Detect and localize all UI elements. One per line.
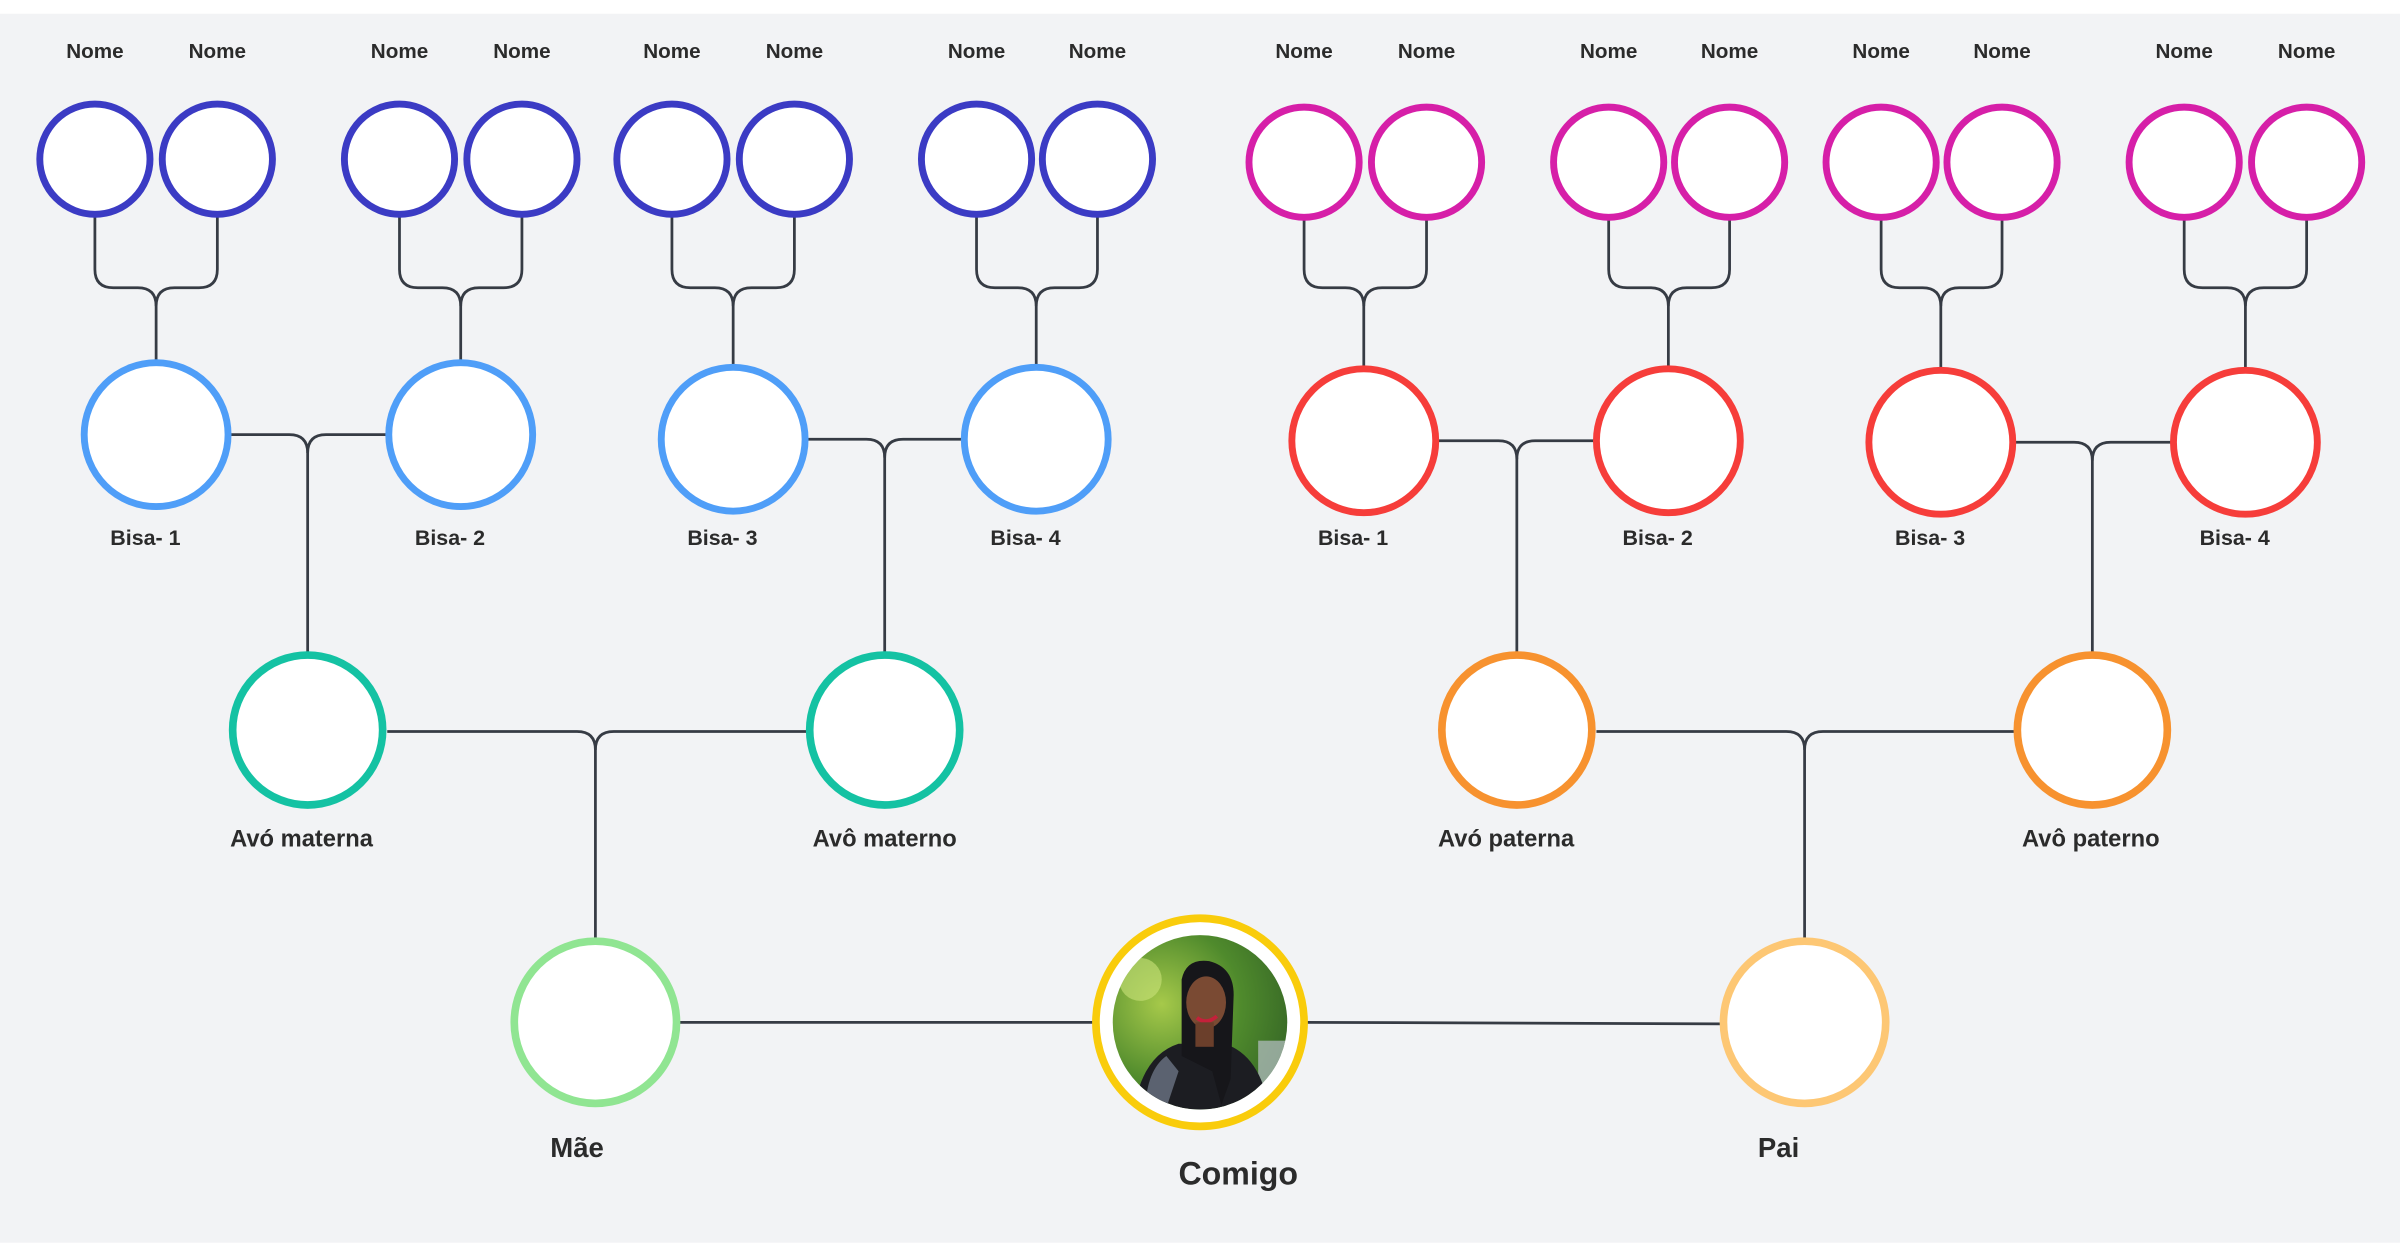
grandparent-node[interactable] xyxy=(2013,651,2172,809)
mother-node[interactable] xyxy=(510,937,681,1108)
great-great-grandparent-label: Nome xyxy=(1701,40,1758,63)
connector-line xyxy=(1607,217,1670,369)
connector-line xyxy=(154,214,219,307)
great-great-grandparent-node[interactable] xyxy=(463,100,581,218)
father-label: Pai xyxy=(1758,1132,1799,1163)
great-grandparent-node[interactable] xyxy=(385,359,537,511)
connector-line xyxy=(731,214,796,307)
connector-line xyxy=(1939,217,2004,307)
great-grandparent-label: Bisa- 1 xyxy=(1318,526,1388,550)
great-grandparent-label: Bisa- 2 xyxy=(1623,526,1693,550)
great-great-grandparent-node[interactable] xyxy=(2248,103,2366,221)
great-grandparent-node[interactable] xyxy=(1288,365,1440,517)
great-great-grandparent-label: Nome xyxy=(66,40,123,63)
great-grandparent-label: Bisa- 4 xyxy=(990,526,1060,550)
great-great-grandparent-node[interactable] xyxy=(735,100,853,218)
father-node[interactable] xyxy=(1719,937,1890,1108)
great-grandparent-node[interactable] xyxy=(2170,366,2321,518)
connector-line xyxy=(883,437,965,458)
great-grandparent-node[interactable] xyxy=(80,359,232,511)
great-great-grandparent-label: Nome xyxy=(189,40,246,63)
mother-label: Mãe xyxy=(550,1132,604,1163)
great-great-grandparent-node[interactable] xyxy=(1038,100,1156,218)
great-great-grandparent-node[interactable] xyxy=(1671,103,1789,221)
great-great-grandparent-label: Nome xyxy=(2155,40,2212,63)
great-great-grandparent-node[interactable] xyxy=(36,100,154,218)
connector-line xyxy=(1879,217,1943,371)
connector-line xyxy=(1666,217,1731,307)
great-great-grandparent-label: Nome xyxy=(948,40,1005,63)
nodes xyxy=(36,100,2366,1131)
great-grandparent-label: Bisa- 3 xyxy=(1895,526,1965,550)
connector-line xyxy=(1362,217,1428,307)
great-great-grandparent-node[interactable] xyxy=(917,100,1036,218)
great-grandparent-node[interactable] xyxy=(1865,366,2017,518)
great-great-grandparent-label: Nome xyxy=(766,40,823,63)
great-great-grandparent-label: Nome xyxy=(1069,40,1126,63)
great-grandparent-label: Bisa- 4 xyxy=(2200,526,2270,550)
connector-line xyxy=(594,730,807,750)
great-grandparent-label: Bisa- 2 xyxy=(415,526,485,550)
great-great-grandparent-label: Nome xyxy=(1275,40,1332,63)
grandparent-label: Avô materno xyxy=(813,826,957,852)
connector-line xyxy=(306,433,389,454)
grandparent-node[interactable] xyxy=(228,651,387,809)
connector-line xyxy=(1034,214,1099,307)
connectors xyxy=(93,214,2309,1026)
great-grandparent-label: Bisa- 3 xyxy=(687,526,757,550)
great-grandparent-node[interactable] xyxy=(657,363,809,515)
great-grandparent-label: Bisa- 1 xyxy=(110,526,180,550)
great-grandparent-node[interactable] xyxy=(1592,365,1744,517)
connector-line xyxy=(1304,1020,1724,1026)
connector-line xyxy=(2182,217,2247,371)
great-great-grandparent-label: Nome xyxy=(371,40,428,63)
great-great-grandparent-node[interactable] xyxy=(1245,103,1363,221)
great-great-grandparent-label: Nome xyxy=(1973,40,2030,63)
great-grandparent-node[interactable] xyxy=(960,363,1112,515)
grandparent-node[interactable] xyxy=(1438,651,1596,809)
great-great-grandparent-node[interactable] xyxy=(613,100,731,218)
great-great-grandparent-node[interactable] xyxy=(1367,103,1486,221)
connector-line xyxy=(975,214,1038,368)
grandparent-label: Avó paterna xyxy=(1438,826,1575,852)
connector-line xyxy=(2244,217,2309,307)
great-great-grandparent-label: Nome xyxy=(493,40,550,63)
connector-line xyxy=(459,214,524,307)
great-great-grandparent-node[interactable] xyxy=(158,100,276,218)
connector-line xyxy=(1803,730,2015,750)
grandparent-node[interactable] xyxy=(805,651,964,809)
connector-line xyxy=(2090,440,2174,461)
great-great-grandparent-label: Nome xyxy=(2278,40,2335,63)
great-great-grandparent-node[interactable] xyxy=(2125,103,2243,221)
connector-line xyxy=(670,214,735,368)
great-great-grandparent-node[interactable] xyxy=(1822,103,1940,221)
great-great-grandparent-label: Nome xyxy=(1852,40,1909,63)
great-great-grandparent-label: Nome xyxy=(643,40,700,63)
great-great-grandparent-node[interactable] xyxy=(340,100,459,218)
connector-line xyxy=(398,214,463,363)
great-great-grandparent-label: Nome xyxy=(1580,40,1637,63)
labels: Nome Nome Nome Nome Nome Nome Nome Nome Nome Nome… xyxy=(66,40,2335,1191)
self-label: Comigo xyxy=(1178,1156,1298,1192)
connector-line xyxy=(1515,439,1597,460)
great-great-grandparent-label: Nome xyxy=(1398,40,1455,63)
great-great-grandparent-node[interactable] xyxy=(1943,103,2061,221)
grandparent-label: Avó materna xyxy=(230,826,374,852)
grandparent-label: Avô paterno xyxy=(2022,826,2160,852)
connector-line xyxy=(93,214,158,363)
connector-line xyxy=(1302,217,1366,369)
great-great-grandparent-node[interactable] xyxy=(1550,103,1668,221)
